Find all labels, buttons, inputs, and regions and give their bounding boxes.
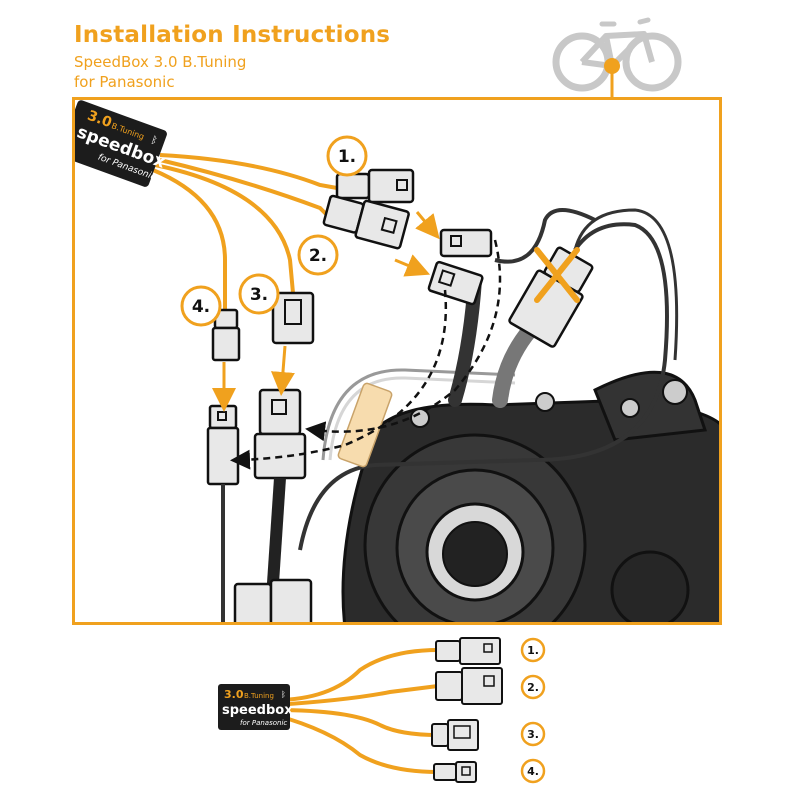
step-badge-3: 3. (238, 273, 280, 315)
svg-text:3.0: 3.0 (224, 688, 244, 701)
svg-text:3.: 3. (250, 285, 268, 305)
svg-text:3.: 3. (527, 728, 539, 741)
connector-4-speedbox (211, 308, 241, 362)
connector-2-speedbox (322, 194, 410, 250)
legend-connector-3 (431, 719, 479, 751)
svg-text:for Panasonic: for Panasonic (240, 719, 287, 727)
legend-connector-4 (433, 761, 477, 783)
bluetooth-icon: ᛒ (149, 135, 158, 147)
step-arrows (212, 211, 502, 470)
svg-text:4.: 4. (527, 765, 539, 778)
connector-legend: 3.0 B.Tuning ᛒ speedbox for Panasonic 1.… (218, 637, 546, 784)
step-badge-2: 2. (297, 234, 339, 276)
connector-4-motor (206, 404, 240, 622)
subtitle-product: SpeedBox 3.0 B.Tuning (74, 53, 247, 71)
cable-wrap (337, 382, 393, 468)
legend-connector-1 (435, 637, 501, 665)
svg-text:2.: 2. (527, 681, 539, 694)
connector-2-motor (427, 260, 484, 306)
page-title: Installation Instructions (74, 22, 391, 48)
connector-3-speedbox (271, 291, 315, 345)
connector-bottom (233, 578, 313, 622)
svg-text:2.: 2. (309, 246, 327, 266)
speedbox-harness (152, 153, 338, 310)
connector-1-speedbox (335, 168, 415, 204)
page-subtitle: SpeedBox 3.0 B.Tuning for Panasonic (74, 52, 246, 92)
legend-badge-4: 4. (520, 758, 546, 784)
legend-badge-2: 2. (520, 674, 546, 700)
ebike-icon (552, 17, 682, 100)
svg-text:4.: 4. (192, 297, 210, 317)
installation-diagram: 3.0 B.Tuning ᛒ speedbox for Panasonic (75, 100, 719, 622)
legend-speedbox-device: 3.0 B.Tuning ᛒ speedbox for Panasonic (218, 684, 293, 730)
subtitle-compat: for Panasonic (74, 73, 175, 91)
legend-harness (274, 648, 439, 774)
legend-connector-2 (435, 667, 503, 705)
step-badge-4: 4. (180, 285, 222, 327)
legend-badge-1: 1. (520, 637, 546, 663)
svg-text:B.Tuning: B.Tuning (244, 692, 274, 700)
connector-1-motor (439, 228, 493, 258)
svg-text:speedbox: speedbox (222, 703, 293, 718)
svg-text:1.: 1. (338, 147, 356, 167)
speedbox-device: 3.0 B.Tuning ᛒ speedbox for Panasonic (75, 100, 168, 187)
svg-text:1.: 1. (527, 644, 539, 657)
cross-out-icon (534, 247, 580, 303)
legend-badge-3: 3. (520, 721, 546, 747)
step-badge-1: 1. (326, 135, 368, 177)
installation-diagram-frame: 3.0 B.Tuning ᛒ speedbox for Panasonic (72, 97, 722, 625)
motor-unit (341, 370, 719, 622)
svg-text:ᛒ: ᛒ (281, 690, 286, 699)
